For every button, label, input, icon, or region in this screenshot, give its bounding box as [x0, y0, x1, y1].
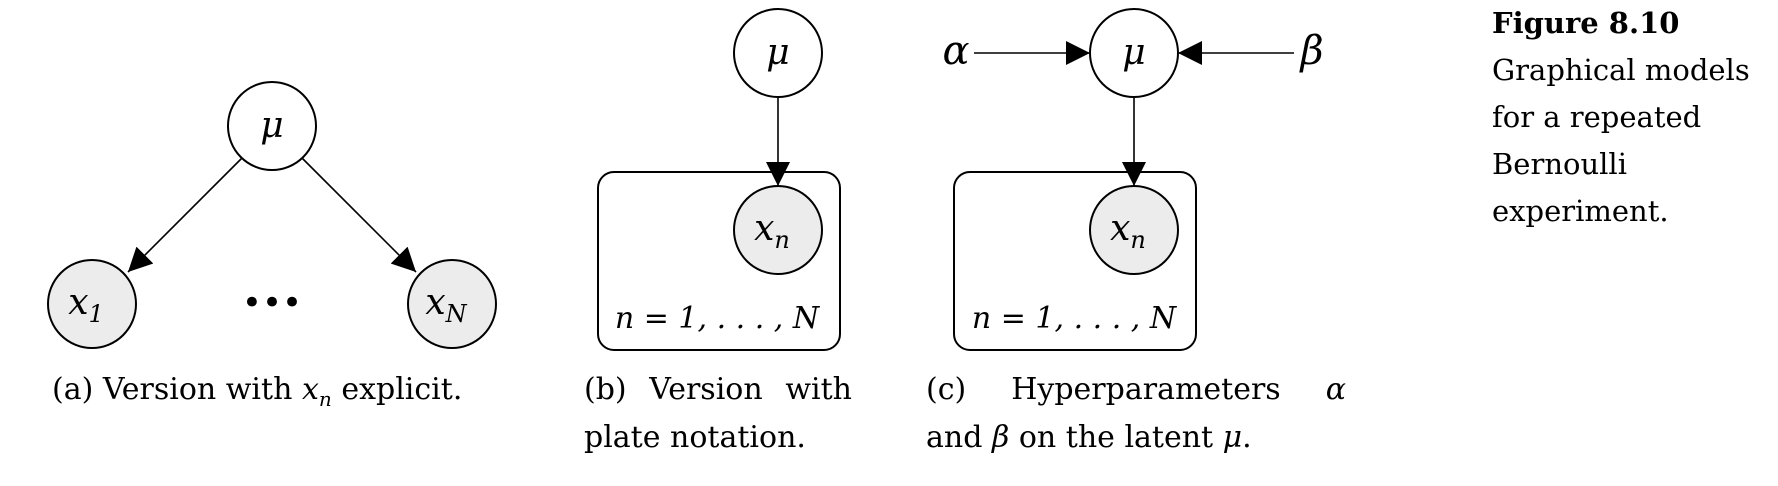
node-xn-b-label: xn — [754, 208, 790, 254]
node-alpha: α — [942, 28, 969, 74]
node-mu-a — [227, 81, 317, 171]
ellipsis: ••• — [242, 283, 302, 323]
figure-label: Figure 8.10 — [1492, 6, 1680, 40]
figure-caption-text: Graphical models for a repeated Bernoull… — [1492, 53, 1750, 228]
caption-c: (c) Hyperparameters α and β on the laten… — [926, 366, 1346, 462]
caption-b: (b) Version with plate notation. — [584, 366, 852, 462]
caption-c-line2: and β on the latent μ. — [926, 420, 1252, 455]
caption-a: (a) Version with xn explicit. — [52, 372, 463, 411]
node-xN — [407, 259, 497, 349]
plate-b-label: n = 1, . . . , N — [615, 301, 821, 336]
caption-b-line1: (b) Version with — [584, 372, 852, 407]
plate-b — [597, 171, 841, 351]
node-mu-c — [1089, 8, 1179, 98]
panel-a: μ x1 ••• xN — [47, 81, 497, 349]
node-xn-c — [1089, 185, 1179, 275]
node-mu-b-label: μ — [766, 32, 789, 73]
node-x1 — [47, 259, 137, 349]
node-xn-c-label: xn — [1110, 208, 1146, 254]
panel-b: μ xn n = 1, . . . , N — [597, 8, 841, 351]
edge-mu-xN — [301, 157, 417, 273]
node-mu-b — [733, 8, 823, 98]
caption-c-line1: (c) Hyperparameters α — [926, 372, 1346, 407]
node-xn-b — [733, 185, 823, 275]
caption-b-line2: plate notation. — [584, 420, 806, 455]
node-mu-c-label: μ — [1122, 32, 1145, 73]
node-x1-label: x1 — [68, 282, 104, 328]
figure-caption: Figure 8.10 Graphical models for a repea… — [1492, 0, 1772, 235]
plate-c-label: n = 1, . . . , N — [972, 301, 1178, 336]
plate-c — [953, 171, 1197, 351]
edge-mu-x1 — [127, 157, 243, 273]
panel-c: α β μ xn n = 1, . . . , N — [942, 8, 1324, 351]
node-beta: β — [1298, 28, 1323, 74]
node-xN-label: xN — [425, 282, 467, 328]
node-mu-a-label: μ — [260, 105, 283, 146]
